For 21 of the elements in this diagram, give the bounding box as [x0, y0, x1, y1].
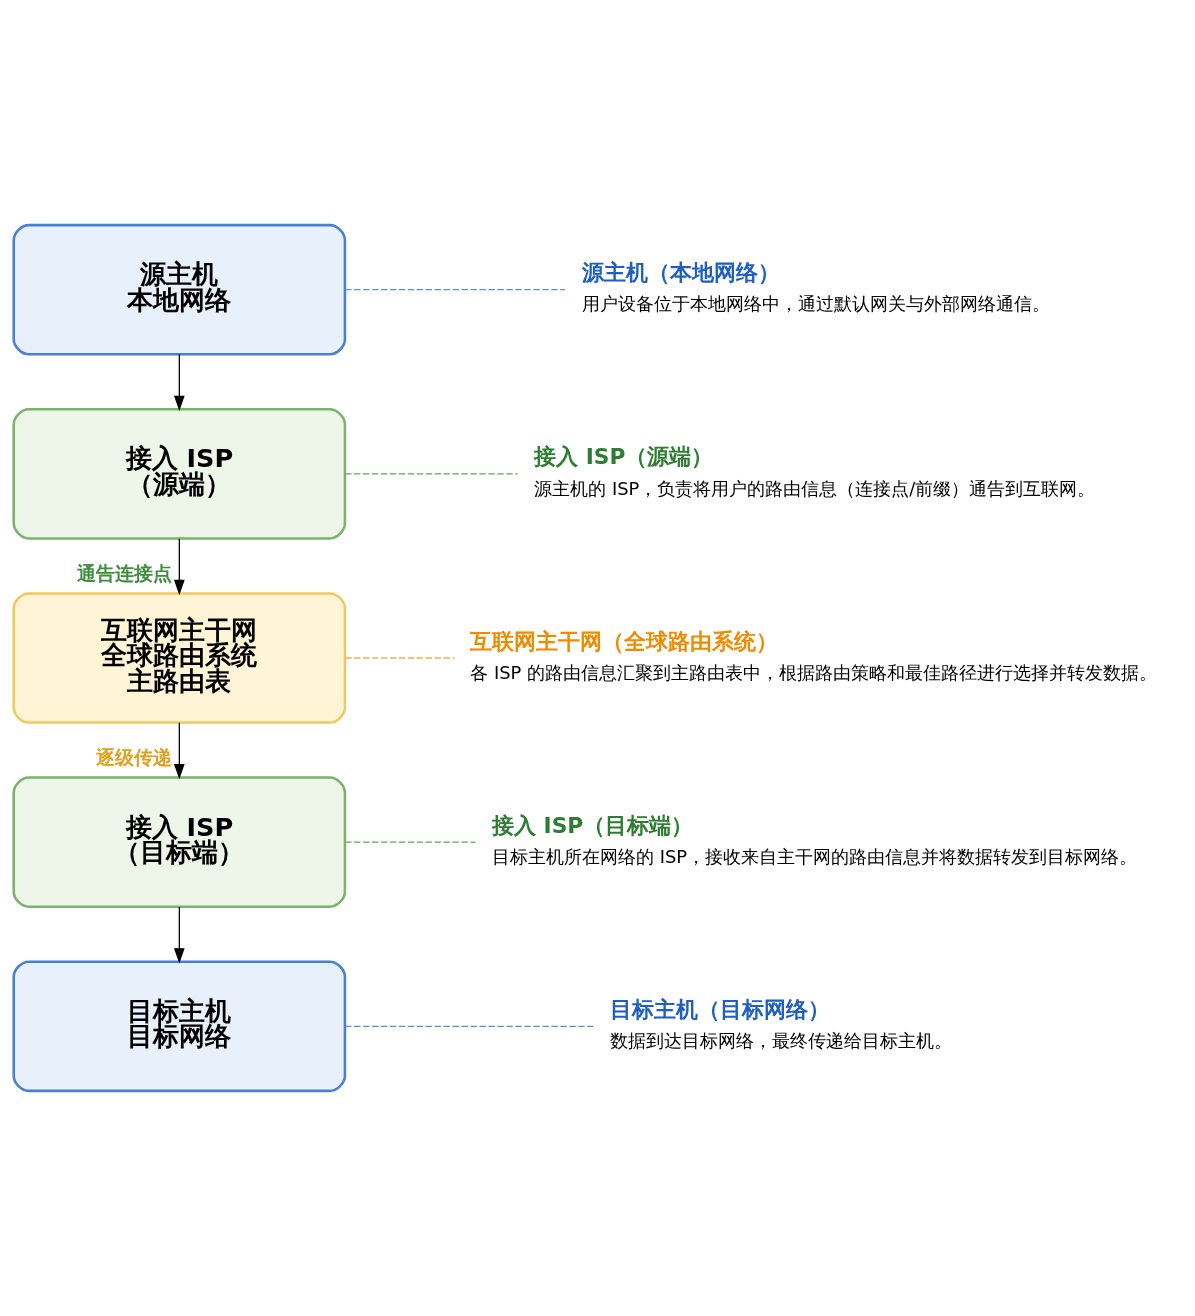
node-box: 接入 ISP （源端） — [12, 408, 347, 540]
connector — [344, 1025, 595, 1027]
node-text: 接入 ISP（源端） 源主机的 ISP，负责将用户的路由信息（连接点/前缀）通告到互联网。 — [534, 444, 1096, 499]
arrow — [173, 538, 185, 596]
node-text: 互联网主干网（全球路由系统） 各 ISP 的路由信息汇聚到主路由表中，根据路由策略和最佳路径进行选择并转发数据。 — [470, 628, 1158, 683]
arrow — [173, 353, 185, 412]
connector — [344, 473, 519, 475]
node-box: 源主机 本地网络 — [12, 223, 347, 356]
connector — [344, 657, 456, 659]
connector — [344, 289, 566, 291]
arrow — [173, 722, 185, 780]
node-box: 目标主机 目标网络 — [12, 960, 347, 1093]
edge-label: 通告连接点 — [77, 562, 173, 586]
node-text: 目标主机（目标网络） 数据到达目标网络，最终传递给目标主机。 — [609, 996, 952, 1052]
node-text: 源主机（本地网络） 用户设备位于本地网络中，通过默认网关与外部网络通信。 — [581, 260, 1050, 315]
node-box: 互联网主干网 全球路由系统 主路由表 — [12, 592, 347, 724]
node-box: 接入 ISP （目标端） — [12, 776, 347, 908]
edge-label: 逐级传递 — [96, 746, 173, 770]
arrow — [173, 906, 185, 964]
node-text: 接入 ISP（目标端） 目标主机所在网络的 ISP，接收来自主干网的路由信息并将数据转发到目标网络。 — [492, 812, 1138, 867]
connector — [344, 841, 477, 843]
